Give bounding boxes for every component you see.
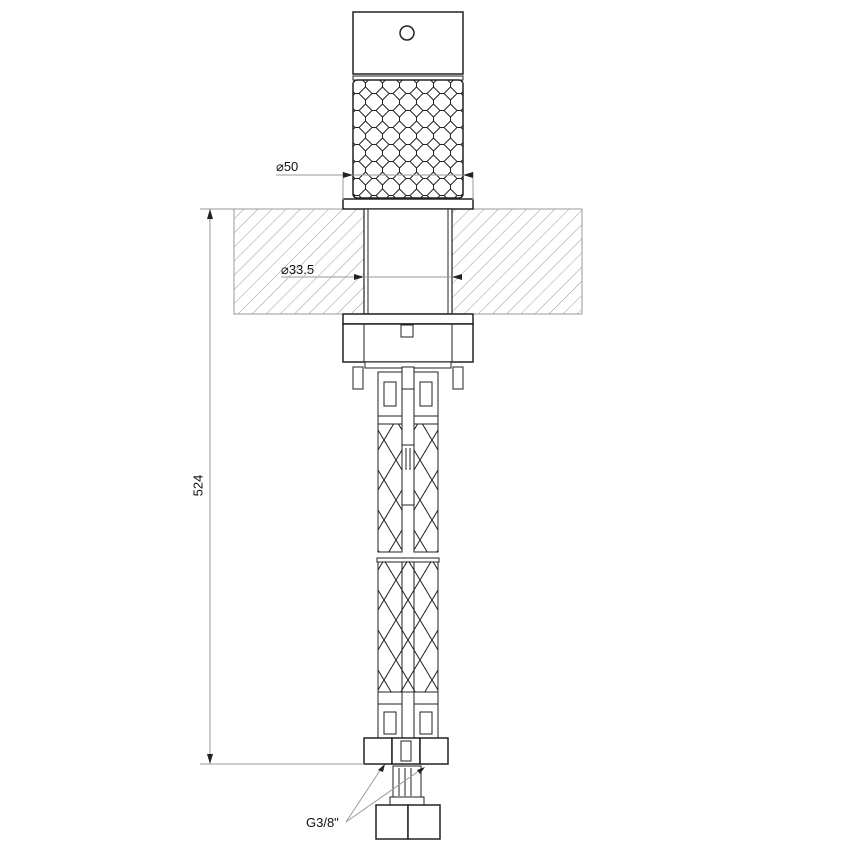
leader-g3-8	[345, 764, 425, 823]
dimension-label-diameter-50: ⌀50	[276, 159, 299, 174]
dimension-label-diameter-33-5: ⌀33.5	[281, 262, 315, 277]
countertop-section	[233, 208, 583, 315]
thread-label: G3/8"	[306, 815, 339, 830]
base-flange	[342, 198, 474, 210]
knurled-body	[352, 75, 464, 199]
dimension-height-524	[200, 208, 364, 765]
dimension-label-height: 524	[190, 474, 206, 497]
tap-cap	[352, 11, 464, 75]
dimension-diameter-33-5	[281, 274, 462, 280]
shank	[363, 208, 453, 315]
dimension-diameter-50	[276, 172, 474, 200]
hose-connectors	[363, 737, 449, 840]
flexible-hoses	[376, 371, 440, 739]
fixing-nut	[342, 313, 474, 390]
